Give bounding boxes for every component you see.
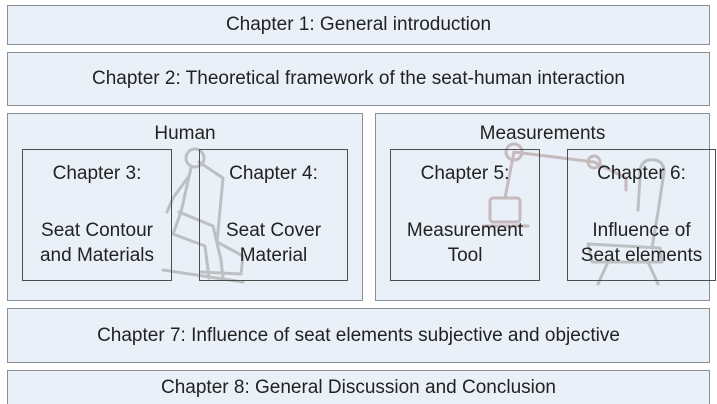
chapter-6-box: Chapter 6: Influence of Seat elements <box>567 149 716 281</box>
chapter-7-label: Chapter 7: Influence of seat elements su… <box>97 324 620 346</box>
chapter-2-label: Chapter 2: Theoretical framework of the … <box>92 68 625 89</box>
chapter-5-title: Chapter 5: <box>420 163 510 184</box>
robot-arm-icon <box>482 142 628 228</box>
chapter-5-subtitle: Measurement Tool <box>391 218 539 268</box>
chapter-6-subtitle: Influence of Seat elements <box>568 218 715 268</box>
chapter-7-bar: Chapter 7: Influence of seat elements su… <box>7 308 710 363</box>
chapter-5-line-1: Measurement <box>406 220 524 241</box>
chapter-6-title: Chapter 6: <box>597 163 686 184</box>
chapter-4-title: Chapter 4: <box>229 163 318 184</box>
chapter-4-line-2: Material <box>239 245 308 266</box>
chapter-8-label: Chapter 8: General Discussion and Conclu… <box>161 376 556 398</box>
chapter-5-box: Chapter 5: Measurement Tool <box>390 149 540 281</box>
chapter-6-line-1: Influence of <box>592 220 691 241</box>
chapter-4-subtitle: Seat Cover Material <box>200 218 347 268</box>
chapter-3-subtitle: Seat Contour and Materials <box>23 218 171 268</box>
chapter-3-box: Chapter 3: Seat Contour and Materials <box>22 149 172 281</box>
chapter-5-line-2: Tool <box>447 245 483 266</box>
chapter-1-label: Chapter 1: General introduction <box>225 14 492 35</box>
measurements-group-label: Measurements <box>479 123 606 144</box>
chapter-2-bar: Chapter 2: Theoretical framework of the … <box>7 52 710 106</box>
human-group-label: Human <box>154 123 216 144</box>
chapter-3-line-1: Seat Contour <box>41 220 153 241</box>
chapter-3-title: Chapter 3: <box>52 163 142 184</box>
chapter-8-bar: Chapter 8: General Discussion and Conclu… <box>7 370 710 404</box>
chapter-1-bar: Chapter 1: General introduction <box>7 5 710 45</box>
chapter-3-line-2: and Materials <box>39 245 155 266</box>
chapter-4-box: Chapter 4: Seat Cover Material <box>199 149 348 281</box>
measurements-group-panel: Measurements Chapter 5: Measurement Tool… <box>375 113 716 301</box>
human-group-panel: Human Chapter 3: Seat Contour and Materi… <box>7 113 363 301</box>
chapter-6-line-2: Seat elements <box>580 245 703 266</box>
chapter-4-line-1: Seat Cover <box>225 220 322 241</box>
